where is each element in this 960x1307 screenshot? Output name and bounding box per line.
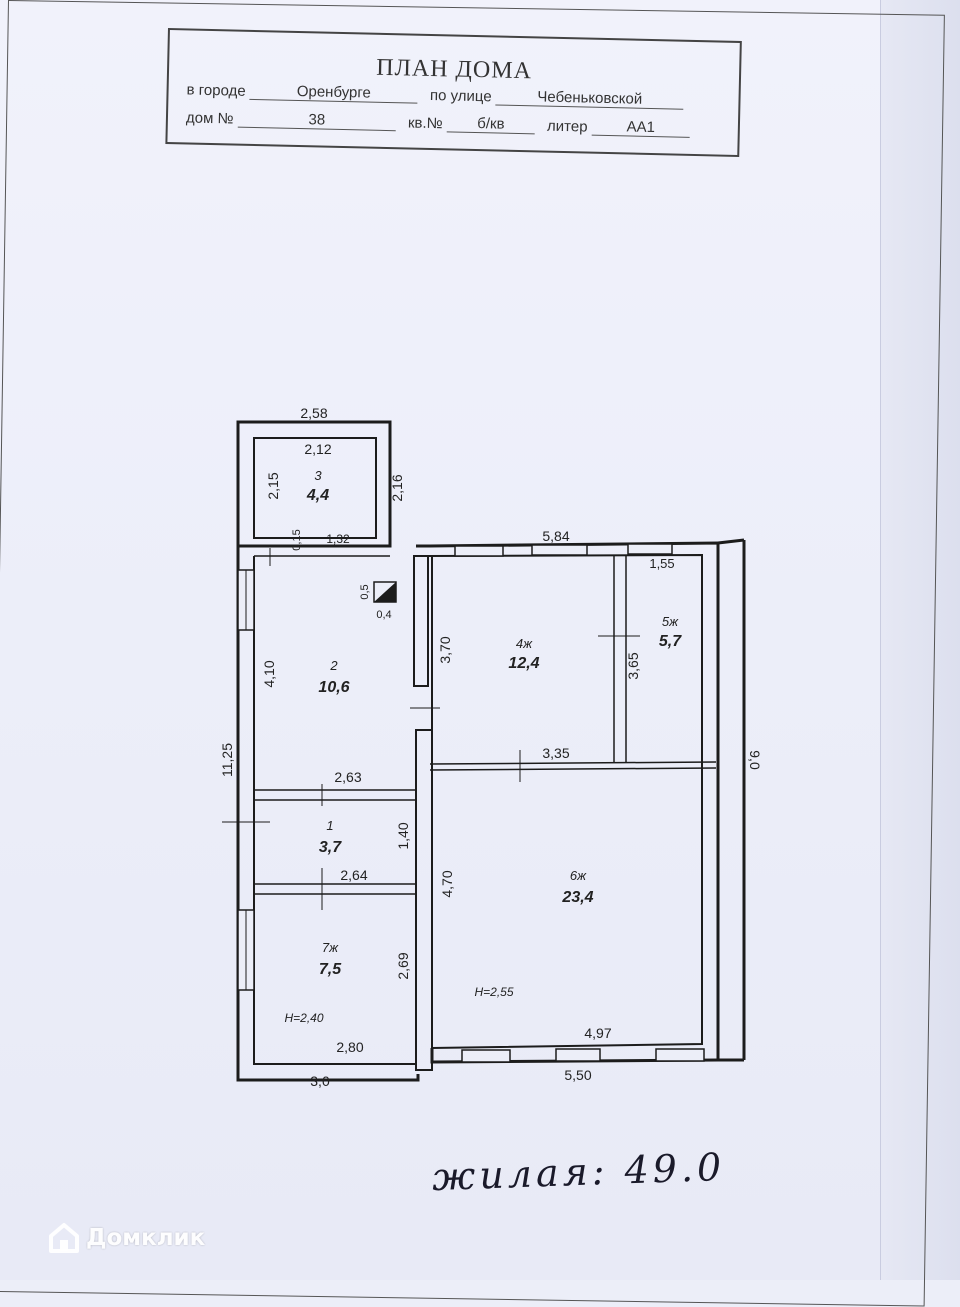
room7-number: 7ж: [322, 940, 339, 955]
house-logo-icon: [49, 1223, 79, 1253]
room5-number: 5ж: [662, 614, 679, 629]
room4-area: 12,4: [508, 655, 539, 672]
room4-number: 4ж: [516, 636, 533, 651]
right-wall-caps: [717, 538, 745, 1062]
window-bottom-3: [655, 1048, 705, 1062]
dim-bottom-right: 5,50: [564, 1067, 591, 1083]
room1-area: 3,7: [319, 839, 342, 856]
room3-inner-wall: [253, 437, 377, 539]
partition-lower: [415, 729, 433, 1071]
dim-top-outer: 2,58: [300, 405, 327, 421]
partition-room3-room2: [254, 545, 390, 557]
dim-room5-height: 3,65: [625, 652, 641, 679]
dim-room6-width: 4,97: [584, 1025, 611, 1041]
floor-plan: 3 4,4 2 10,6 1 3,7 7ж 7,5 4ж 12,4 5ж 5,7…: [219, 405, 763, 1089]
dim-stair-04: 0,4: [376, 609, 391, 621]
dim-room1-height: 1,40: [395, 822, 411, 849]
dim-room3-width: 2,12: [304, 441, 331, 457]
stair-fill: [374, 582, 396, 602]
dim-room3-left: 2,15: [265, 472, 281, 499]
dim-wall-015: 0,15: [291, 529, 303, 550]
watermark-text: Домклик: [86, 1225, 206, 1251]
window-bottom-2: [555, 1048, 601, 1062]
room6-number: 6ж: [570, 868, 587, 883]
room2-area: 10,6: [318, 679, 349, 696]
dim-right-total: 9,0: [747, 750, 763, 770]
dim-top-584: 5,84: [542, 528, 569, 544]
window-bottom-1: [461, 1049, 511, 1063]
partition-upper: [413, 555, 429, 687]
room3-area: 4,4: [306, 487, 329, 504]
left-inner-wall: [253, 556, 416, 1065]
left-outer-wall: [236, 546, 420, 1082]
dim-room3-right: 2,16: [389, 474, 405, 501]
dim-room2-height: 4,10: [261, 660, 277, 687]
room3-number: 3: [314, 468, 322, 483]
dim-room1-width: 2,64: [340, 867, 367, 883]
watermark-logo: Домклик: [48, 1218, 205, 1258]
height-right: H=2,55: [474, 985, 513, 999]
room6-area: 23,4: [561, 889, 593, 906]
dim-room7-height: 2,69: [395, 952, 411, 979]
partition-room4-room6: [429, 761, 717, 771]
window-top-2: [531, 544, 588, 556]
room1-number: 1: [326, 818, 333, 833]
dim-room6-height: 4,70: [439, 870, 455, 897]
partition-room1-room7: [254, 883, 416, 895]
partition-room2-room1: [254, 789, 416, 801]
room5-area: 5,7: [659, 633, 682, 650]
dim-room4-height: 3,70: [437, 636, 453, 663]
dim-bottom-left: 3,0: [310, 1073, 330, 1089]
dim-room2-width: 2,63: [334, 769, 361, 785]
right-block-inner-wall: [427, 553, 703, 1050]
dim-room7-width: 2,80: [336, 1039, 363, 1055]
room2-number: 2: [329, 658, 338, 673]
dim-stair-05: 0,5: [359, 584, 371, 599]
room7-area: 7,5: [319, 961, 342, 978]
door-markers: [222, 548, 640, 910]
partition-room4-room5: [613, 556, 627, 762]
dim-width-132: 1,32: [326, 532, 350, 546]
window-top-1: [454, 545, 504, 557]
page-edge-shadow: [880, 0, 960, 1280]
window-top-3: [627, 543, 673, 555]
dim-room5-width: 1,55: [649, 556, 674, 571]
height-left: H=2,40: [284, 1011, 323, 1025]
dim-left-total: 11,25: [219, 743, 235, 777]
dim-mid-width: 3,35: [542, 745, 569, 761]
